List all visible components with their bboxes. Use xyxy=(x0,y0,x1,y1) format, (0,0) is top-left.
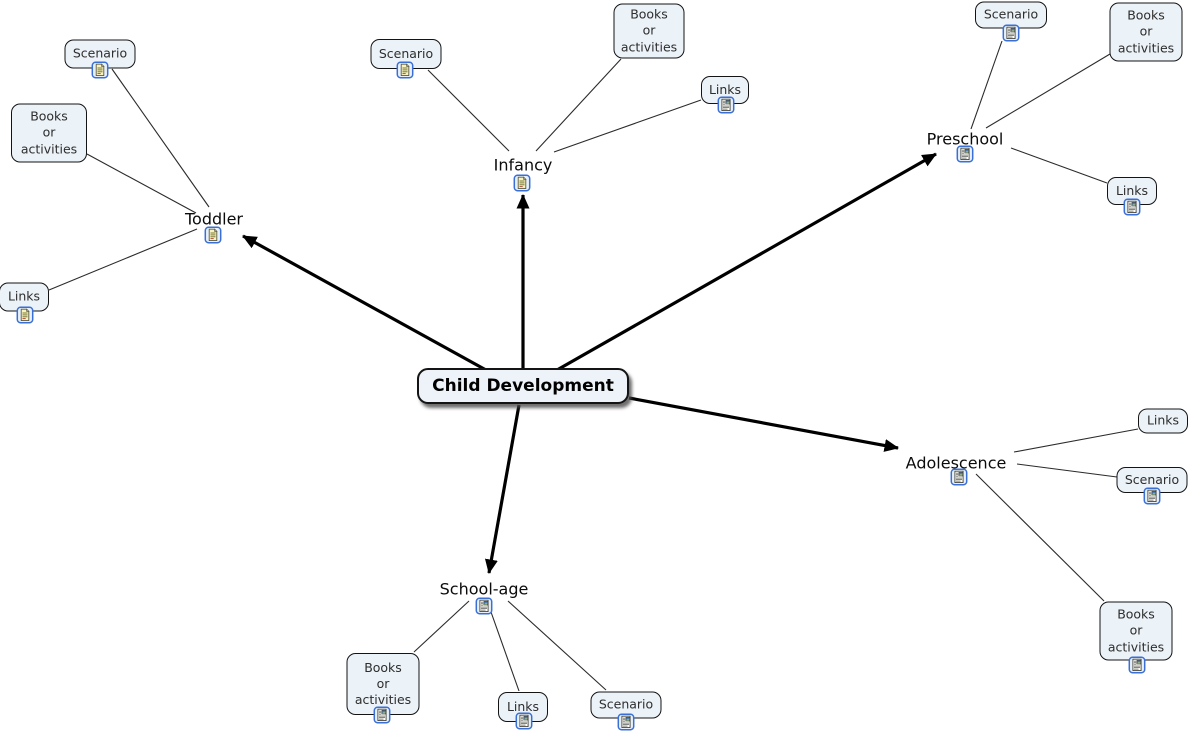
connector-infancy-scenario xyxy=(427,69,510,152)
node-preschool-links-text: Links xyxy=(1115,182,1149,198)
node-toddler-links-text: Links xyxy=(7,288,41,304)
node-infancy-books-text: activities xyxy=(620,39,678,55)
branch-label-preschool-text: Preschool xyxy=(926,129,1004,149)
node-school-age-scenario-text: Scenario xyxy=(598,696,654,712)
arrow-center-school-age xyxy=(484,404,521,574)
document-image-icon[interactable] xyxy=(956,145,974,163)
node-toddler-books-text: Books xyxy=(30,108,68,124)
node-infancy-scenario-text: Scenario xyxy=(378,45,434,61)
connector-preschool-scenario xyxy=(970,40,1003,130)
node-adolescence-books-text: Books xyxy=(1117,606,1155,622)
branch-label-preschool[interactable]: Preschool xyxy=(927,130,1004,149)
connector-preschool-books xyxy=(985,53,1111,129)
node-preschool-scenario-text: Scenario xyxy=(983,6,1039,22)
connector-school-age-scenario xyxy=(507,600,607,691)
arrow-center-toddler xyxy=(242,234,487,372)
node-adolescence-books-text: or xyxy=(1129,622,1143,638)
node-infancy-books-text: Books xyxy=(630,6,668,22)
document-image-icon[interactable] xyxy=(1143,487,1161,505)
connector-toddler-books xyxy=(86,153,197,214)
document-image-icon[interactable] xyxy=(515,712,533,730)
connector-adolescence-scenario xyxy=(1016,463,1118,478)
node-adolescence-books-text: activities xyxy=(1107,639,1165,655)
node-preschool-books-text: Books xyxy=(1127,7,1165,23)
arrow-center-preschool xyxy=(556,152,937,372)
branch-label-adolescence[interactable]: Adolescence xyxy=(906,454,1007,473)
connector-adolescence-books xyxy=(975,473,1105,602)
node-toddler-scenario-text: Scenario xyxy=(72,45,128,61)
connector-preschool-links xyxy=(1010,147,1108,184)
node-toddler-scenario[interactable]: Scenario xyxy=(64,39,136,69)
document-image-icon[interactable] xyxy=(717,96,735,114)
branch-label-infancy[interactable]: Infancy xyxy=(494,156,553,175)
node-school-age-books-text: Books xyxy=(364,659,402,675)
branch-label-school-age[interactable]: School-age xyxy=(440,580,529,599)
node-toddler-books-text: activities xyxy=(20,141,78,157)
node-school-age-books-text: or xyxy=(376,675,390,691)
node-school-age-books-text: activities xyxy=(354,692,412,708)
document-image-icon[interactable] xyxy=(1002,24,1020,42)
connector-adolescence-links xyxy=(1013,428,1139,453)
connector-infancy-links xyxy=(553,99,702,153)
node-preschool-books-text: activities xyxy=(1117,40,1175,56)
document-image-icon[interactable] xyxy=(617,713,635,731)
document-icon[interactable] xyxy=(16,306,34,324)
branch-label-adolescence-text: Adolescence xyxy=(905,453,1007,473)
document-icon[interactable] xyxy=(204,226,222,244)
node-adolescence-scenario-text: Scenario xyxy=(1124,471,1180,487)
connector-toddler-links xyxy=(48,228,198,291)
branch-label-school-age-text: School-age xyxy=(439,579,529,599)
connector-school-age-books xyxy=(413,600,470,653)
node-infancy-books-text: or xyxy=(642,22,656,38)
branch-label-infancy-text: Infancy xyxy=(493,155,553,175)
document-image-icon[interactable] xyxy=(1128,656,1146,674)
node-adolescence-links[interactable]: Links xyxy=(1138,408,1188,434)
center-node-child-development[interactable]: Child Development xyxy=(417,368,629,404)
connector-infancy-books xyxy=(535,58,622,152)
node-adolescence-links-text: Links xyxy=(1146,412,1180,428)
node-infancy-links-text: Links xyxy=(708,81,742,97)
document-icon[interactable] xyxy=(396,61,414,79)
branch-label-toddler[interactable]: Toddler xyxy=(185,210,243,229)
connector-toddler-scenario xyxy=(111,68,210,208)
document-icon[interactable] xyxy=(513,174,531,192)
center-node-child-development-text: Child Development xyxy=(432,375,614,396)
arrow-center-adolescence xyxy=(628,396,899,452)
document-image-icon[interactable] xyxy=(475,597,493,615)
node-preschool-books-text: or xyxy=(1139,23,1153,39)
connector-school-age-links xyxy=(490,611,520,692)
document-icon[interactable] xyxy=(91,61,109,79)
document-image-icon[interactable] xyxy=(950,468,968,486)
node-school-age-links-text: Links xyxy=(506,698,540,714)
branch-label-toddler-text: Toddler xyxy=(184,209,244,229)
document-image-icon[interactable] xyxy=(373,706,391,724)
node-toddler-books-text: or xyxy=(42,124,56,140)
document-image-icon[interactable] xyxy=(1123,198,1141,216)
